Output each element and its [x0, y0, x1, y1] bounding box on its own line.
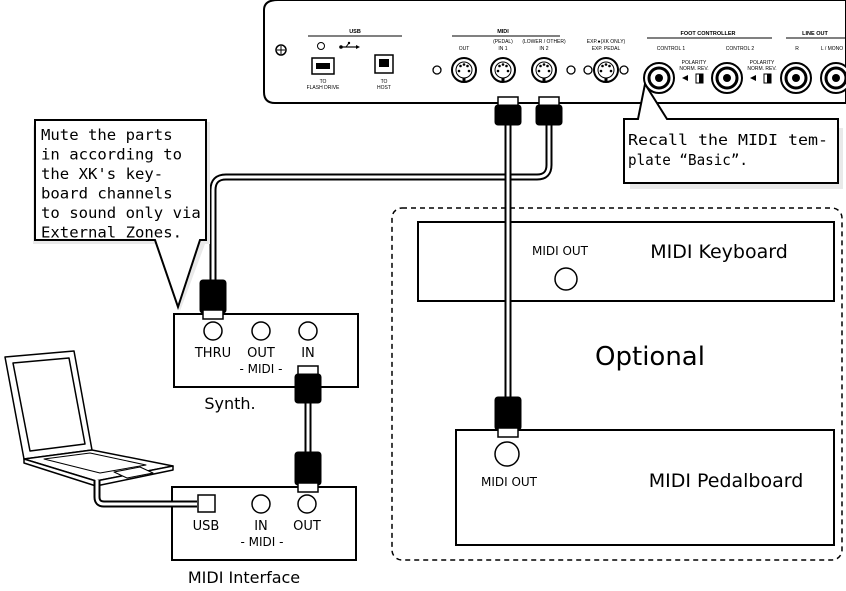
midi-in1-label-2: IN 1	[498, 46, 507, 52]
to-flash-label-1: TO	[320, 79, 327, 85]
plug-body	[535, 104, 563, 126]
midi-in2-label-2: IN 2	[539, 46, 548, 52]
keyboard-midi-out-port[interactable]	[554, 267, 578, 291]
left-callout-line: External Zones.	[41, 224, 182, 242]
midi-cables	[93, 122, 553, 508]
keyboard-midi-out-label: MIDI OUT	[532, 244, 589, 258]
synth-out-port[interactable]	[251, 321, 271, 341]
usb-section-header: USB	[349, 29, 361, 35]
plug-cap	[202, 309, 224, 320]
interface-midi-label: - MIDI -	[241, 535, 284, 549]
midi-keyboard-box: MIDI OUT MIDI Keyboard	[417, 221, 835, 302]
exp-label-2: EXP. PEDAL	[592, 46, 621, 52]
midi-out-port[interactable]	[451, 57, 477, 83]
pedalboard-midi-out-label: MIDI OUT	[481, 475, 538, 489]
plug-body	[294, 373, 322, 404]
left-callout-line: Mute the parts	[41, 126, 173, 144]
usb-flash-screw-icon	[317, 42, 325, 50]
plug-body	[494, 104, 522, 126]
norm-rev-label-2: NORM. REV.	[747, 66, 776, 72]
interface-out-port[interactable]	[297, 494, 317, 514]
left-callout-line: in according to	[41, 146, 182, 164]
control1-label: CONTROL 1	[657, 46, 686, 52]
to-host-label-2: HOST	[377, 85, 391, 91]
to-host-label-1: TO	[381, 79, 388, 85]
polarity-label-1: POLARITY	[682, 60, 707, 66]
laptop-icon	[4, 350, 174, 487]
interface-usb-label: USB	[193, 519, 220, 534]
right-callout-line: plate “Basic”.	[628, 151, 748, 169]
exp-pedal-port[interactable]	[593, 57, 619, 83]
r-label: R	[795, 46, 799, 52]
plug-body	[294, 451, 322, 486]
synth-midi-label: - MIDI -	[240, 362, 283, 376]
pedalboard-midi-out-port[interactable]	[494, 441, 520, 467]
plug-cap	[497, 427, 519, 438]
synth-out-label: OUT	[247, 346, 275, 361]
line-out-l-jack[interactable]	[819, 61, 846, 95]
synth-in-port[interactable]	[298, 321, 318, 341]
synth-in-label: IN	[301, 346, 315, 361]
control2-jack[interactable]	[710, 61, 744, 95]
synth-box: THRU OUT IN - MIDI -	[173, 313, 359, 388]
midi-in1-label-1: (PEDAL)	[493, 39, 513, 45]
optional-dashed-area	[391, 207, 843, 561]
interface-usb-port[interactable]	[197, 494, 216, 513]
line-out-r-jack[interactable]	[779, 61, 813, 95]
midi-in2-port[interactable]	[531, 57, 557, 83]
midi-in1-port[interactable]	[490, 57, 516, 83]
synth-thru-port[interactable]	[203, 321, 223, 341]
interface-in-port[interactable]	[251, 494, 271, 514]
control2-label: CONTROL 2	[726, 46, 755, 52]
ground-screw-icon	[275, 44, 287, 56]
left-callout-line: the XK's key-	[41, 165, 163, 183]
norm-rev-label-1: NORM. REV.	[679, 66, 708, 72]
midi-pedalboard-box: MIDI OUT MIDI Pedalboard	[455, 429, 835, 546]
pedalboard-name: MIDI Pedalboard	[649, 470, 804, 492]
synth-thru-label: THRU	[194, 346, 231, 361]
midi-out-label: OUT	[459, 46, 470, 52]
usb-flash-drive-port-slot	[316, 63, 330, 69]
left-callout-line: to sound only via	[41, 204, 201, 222]
polarity-switch-2[interactable]	[750, 73, 772, 84]
interface-in-label: IN	[254, 519, 268, 534]
synth-name: Synth.	[204, 394, 255, 413]
interface-name: MIDI Interface	[188, 568, 300, 587]
right-callout: Recall the MIDI tem-plate “Basic”.	[623, 81, 843, 189]
midi-plugs	[199, 96, 563, 493]
plug-body	[494, 396, 522, 431]
screw-icon	[619, 65, 629, 75]
polarity-switch-1[interactable]	[682, 73, 704, 84]
usb-host-port-slot	[379, 59, 389, 67]
plug-body	[199, 279, 227, 314]
l-mono-label: L / MONO	[821, 46, 843, 52]
screw-icon	[583, 65, 593, 75]
interface-out-label: OUT	[293, 519, 321, 534]
foot-controller-header: FOOT CONTROLLER	[681, 31, 736, 37]
right-callout-line: Recall the MIDI tem-	[628, 131, 828, 149]
to-flash-label-2: FLASH DRIVE	[307, 85, 340, 91]
rear-panel: USB TO FLASH DRIVE TO HOST MIDI OUT (PED…	[263, 0, 846, 104]
keyboard-name: MIDI Keyboard	[650, 241, 788, 263]
plug-cap	[297, 482, 319, 493]
exp-label-1: EXP.●(XK ONLY)	[587, 39, 626, 45]
polarity-label-2: POLARITY	[750, 60, 775, 66]
screw-icon	[432, 65, 442, 75]
line-out-header: LINE OUT	[802, 31, 828, 37]
midi-interface-box: USB IN OUT - MIDI -	[171, 486, 357, 561]
midi-in2-label-1: (LOWER / OTHER)	[522, 39, 566, 45]
screw-icon	[566, 65, 576, 75]
midi-section-header: MIDI	[497, 29, 509, 35]
left-callout-line: board channels	[41, 185, 173, 203]
usb-symbol-icon	[339, 41, 360, 49]
optional-label: Optional	[595, 342, 705, 372]
